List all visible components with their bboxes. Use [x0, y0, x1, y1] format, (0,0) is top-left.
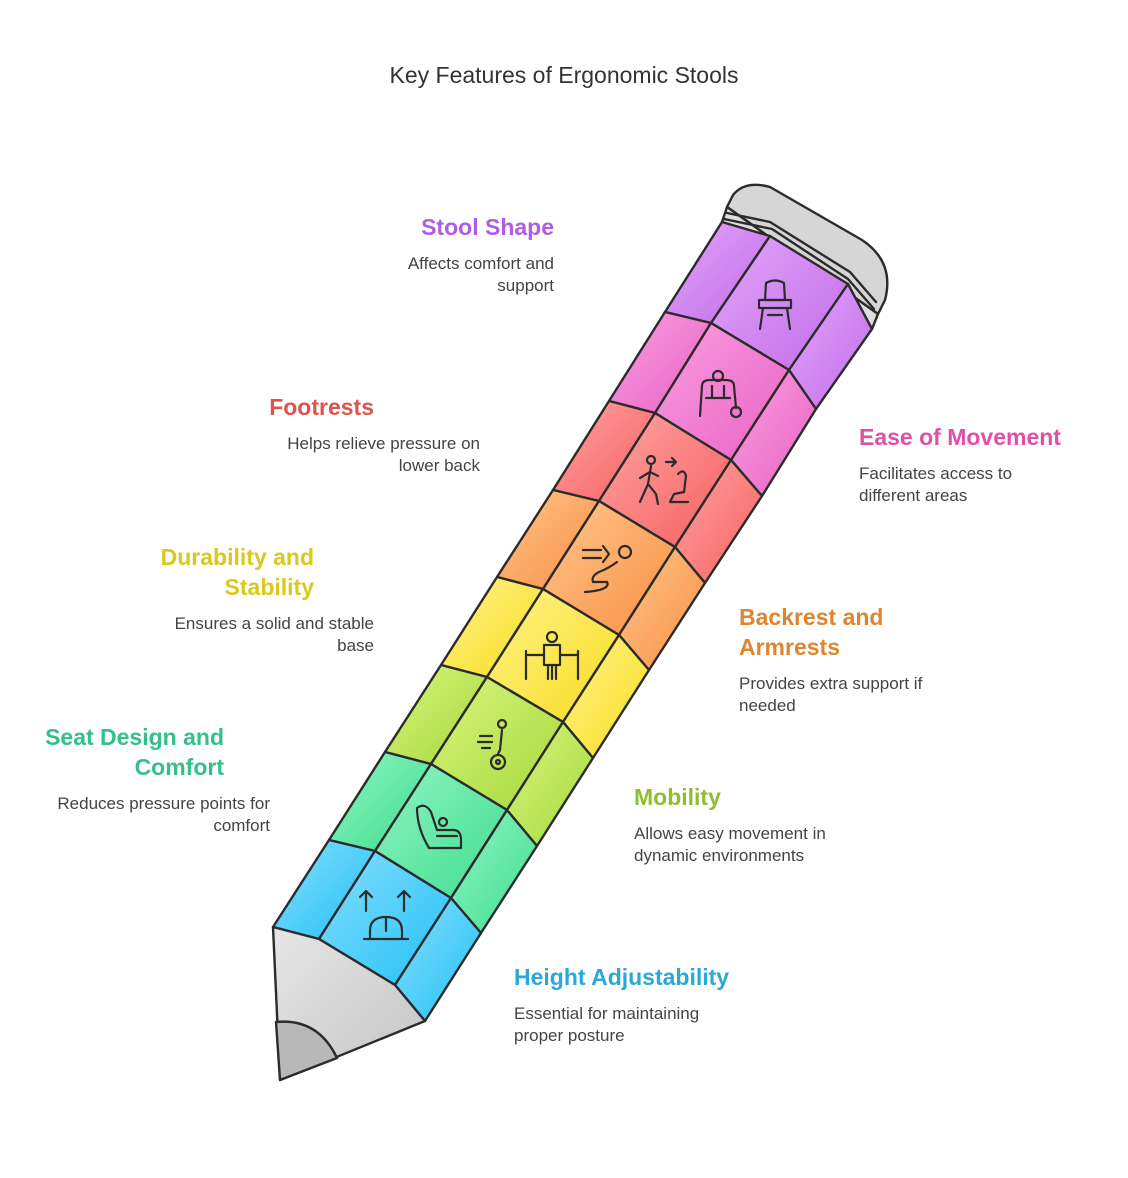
feature-title: Seat Design and Comfort: [45, 724, 224, 780]
car-seat-icon: [415, 804, 463, 850]
ferrule-line-lower: [722, 217, 876, 311]
person-between-posts-icon: [524, 630, 580, 681]
reclining-person-icon: [581, 544, 633, 594]
feature-description: Affects comfort and support: [407, 254, 554, 295]
feature-stool-shape: Stool Shape Affects comfort and support: [250, 212, 554, 297]
helmet-arrows-icon: [358, 889, 412, 941]
segment-mobility: [383, 663, 595, 848]
feature-title: Height Adjustability: [514, 964, 730, 990]
feature-footrests: Footrests Helps relieve pressure on lowe…: [160, 392, 480, 477]
feature-height-adjustability: Height Adjustability Essential for maint…: [514, 962, 794, 1047]
feature-title: Footrests: [269, 394, 374, 420]
segway-icon: [476, 718, 508, 771]
feature-mobility: Mobility Allows easy movement in dynamic…: [634, 782, 894, 867]
ferrule-line-upper: [725, 211, 878, 304]
feature-title: Mobility: [634, 784, 721, 810]
feature-description: Reduces pressure points for comfort: [57, 794, 270, 835]
feature-description: Essential for maintaining proper posture: [514, 1004, 700, 1045]
feature-title: Stool Shape: [421, 214, 554, 240]
eraser-cap: [725, 183, 889, 316]
feature-description: Ensures a solid and stable base: [174, 614, 374, 655]
feature-seat-design-and-comfort: Seat Design and Comfort Reduces pressure…: [20, 722, 270, 837]
feature-durability-and-stability: Durability and Stability Ensures a solid…: [80, 542, 374, 657]
feature-ease-of-movement: Ease of Movement Facilitates access to d…: [859, 422, 1109, 507]
pencil-lead: [274, 1020, 339, 1082]
page-title: Key Features of Ergonomic Stools: [389, 62, 739, 88]
feature-title: Ease of Movement: [859, 424, 1061, 450]
feature-description: Helps relieve pressure on lower back: [287, 434, 480, 475]
feature-title: Durability and Stability: [160, 544, 314, 600]
walker-icon: [698, 369, 743, 419]
feature-description: Allows easy movement in dynamic environm…: [634, 824, 826, 865]
chair-icon: [757, 279, 793, 331]
person-seat-icon: [638, 454, 690, 506]
feature-description: Facilitates access to different areas: [859, 464, 1013, 505]
segment-stool-shape: [663, 220, 874, 411]
feature-description: Provides extra support if needed: [739, 674, 923, 715]
feature-title: Backrest and Armrests: [739, 604, 884, 660]
feature-backrest-and-armrests: Backrest and Armrests Provides extra sup…: [739, 602, 979, 717]
